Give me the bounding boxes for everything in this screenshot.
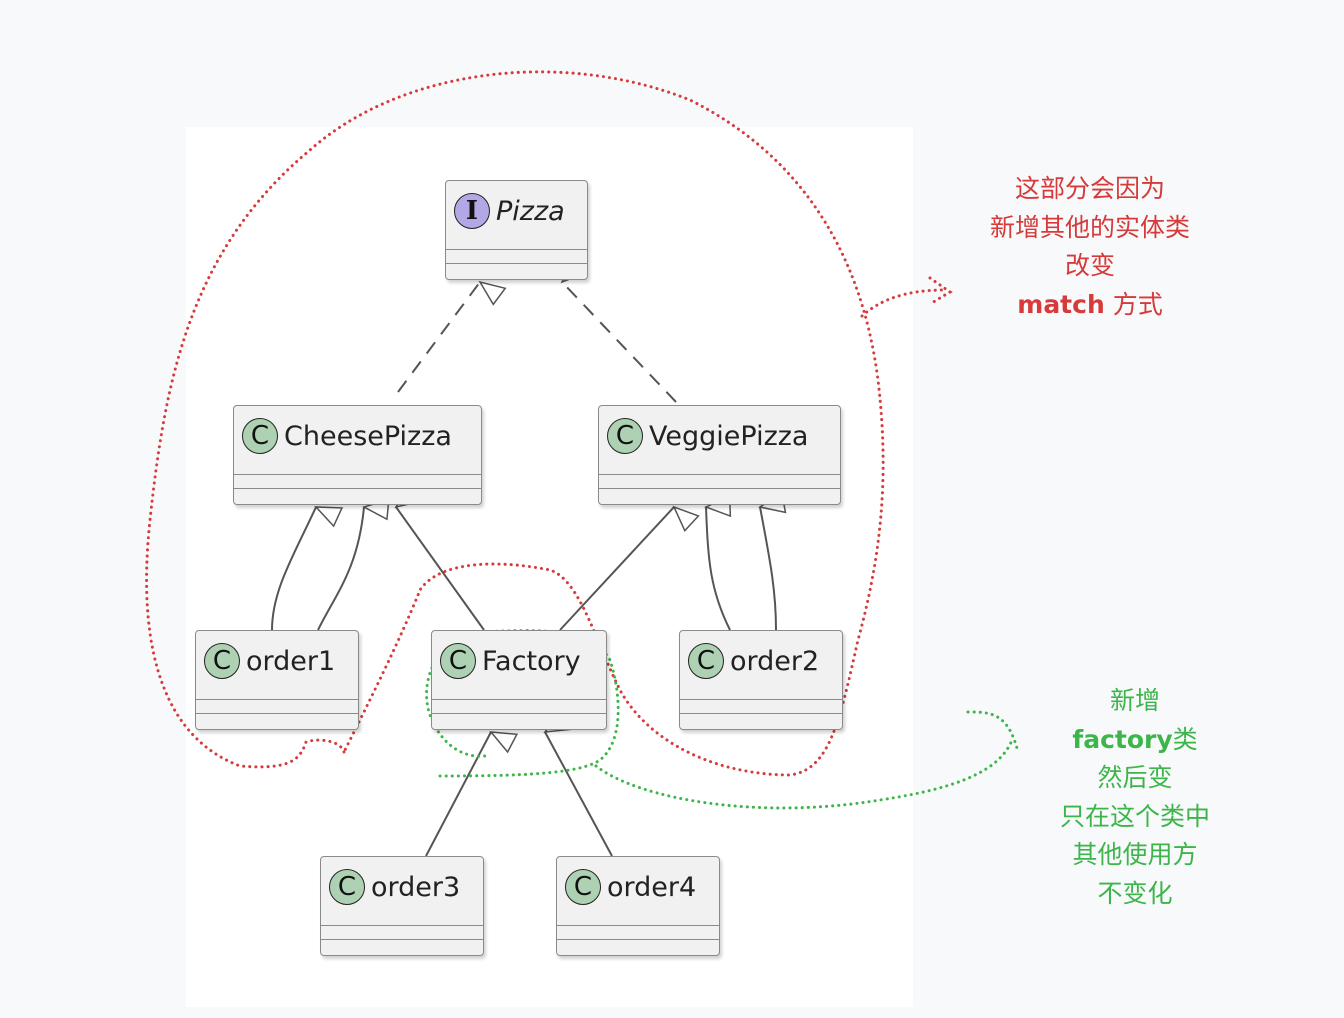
green-note-keyword: factory [1072, 724, 1173, 754]
green-dotted-annotation [425, 629, 1020, 810]
class-factory[interactable]: C Factory [431, 630, 607, 730]
class-pizza[interactable]: I Pizza [445, 180, 588, 280]
class-veggiepizza[interactable]: C VeggiePizza [598, 405, 841, 505]
class-name-cheesepizza: CheesePizza [284, 420, 452, 452]
edge-cheese-to-pizza [397, 280, 507, 393]
class-icon: C [204, 643, 240, 679]
class-icon: C [688, 643, 724, 679]
class-order4[interactable]: C order4 [556, 856, 720, 956]
edge-order4-to-factory [543, 710, 613, 857]
realization-edges [397, 256, 677, 403]
class-order1[interactable]: C order1 [195, 630, 359, 730]
green-note-line5: 其他使用方 [1072, 840, 1198, 869]
class-name-factory: Factory [482, 645, 581, 677]
green-note-line6: 不变化 [1097, 878, 1173, 908]
edge-order3-to-factory [425, 731, 519, 857]
class-order2[interactable]: C order2 [679, 630, 843, 730]
green-note-line3: 然后变 [1097, 763, 1173, 792]
class-name-order3: order3 [371, 871, 461, 903]
edge-veggie-to-pizza [560, 256, 677, 403]
red-dotted-annotation [145, 70, 953, 777]
green-note-line1: 新增 [1109, 686, 1160, 715]
red-note-line1: 这部分会因为 [1014, 174, 1165, 203]
class-name-pizza: Pizza [496, 195, 565, 227]
class-icon: C [242, 418, 278, 454]
red-note-line2: 新增其他的实体类 [989, 212, 1190, 242]
class-name-veggiepizza: VeggiePizza [649, 420, 809, 452]
green-note-line2-rest: 类 [1172, 724, 1198, 754]
class-name-order1: order1 [246, 645, 336, 677]
red-note: 这部分会因为 新增其他的实体类 改变 match 方式 [950, 170, 1230, 324]
edge-order1-a [271, 506, 344, 631]
edge-order2-a [704, 494, 732, 631]
green-note-line2: factory类 [1010, 721, 1260, 760]
class-name-order2: order2 [730, 645, 820, 677]
class-icon: C [440, 643, 476, 679]
class-icon: C [607, 418, 643, 454]
red-note-keyword: match [1017, 289, 1105, 319]
green-note: 新增 factory类 然后变 只在这个类中 其他使用方 不变化 [1010, 682, 1260, 913]
edge-order2-b [758, 491, 787, 631]
class-order3[interactable]: C order3 [320, 856, 484, 956]
edge-factory-to-veggie [559, 505, 700, 631]
inheritance-edges [271, 483, 787, 857]
red-note-line4-rest: 方式 [1104, 289, 1163, 319]
class-icon: C [329, 869, 365, 905]
edge-order1-b [317, 498, 390, 631]
class-icon: C [565, 869, 601, 905]
class-cheesepizza[interactable]: C CheesePizza [233, 405, 482, 505]
red-note-line3: 改变 [1064, 251, 1115, 280]
interface-icon: I [454, 193, 490, 229]
class-name-order4: order4 [607, 871, 697, 903]
edge-factory-to-cheese [394, 483, 485, 631]
green-note-line4: 只在这个类中 [1059, 801, 1210, 831]
red-note-line4: match 方式 [950, 286, 1230, 325]
